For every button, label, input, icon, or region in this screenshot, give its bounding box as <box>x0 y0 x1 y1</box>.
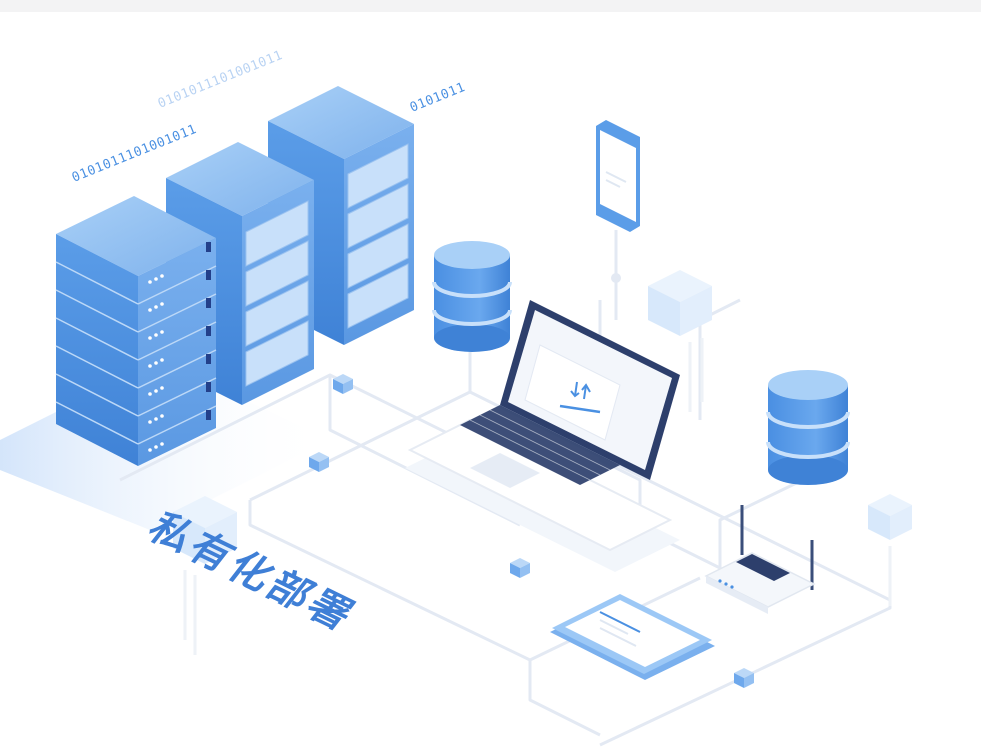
mobile-phone <box>596 120 640 320</box>
database-icon <box>432 241 512 352</box>
tablet <box>550 594 715 680</box>
floating-cubes <box>173 270 912 655</box>
top-bar <box>0 0 981 12</box>
server-rack <box>55 196 217 466</box>
binary-label: 0101011 <box>408 80 468 116</box>
connector-nodes <box>309 374 754 688</box>
router <box>704 505 816 614</box>
database-icon <box>766 370 850 485</box>
sync-arrows-icon <box>559 381 601 414</box>
private-deployment-illustration: 0101011101001011 0101011101001011 010101… <box>0 48 912 747</box>
binary-label: 0101011101001011 <box>156 48 285 112</box>
laptop <box>405 300 680 572</box>
